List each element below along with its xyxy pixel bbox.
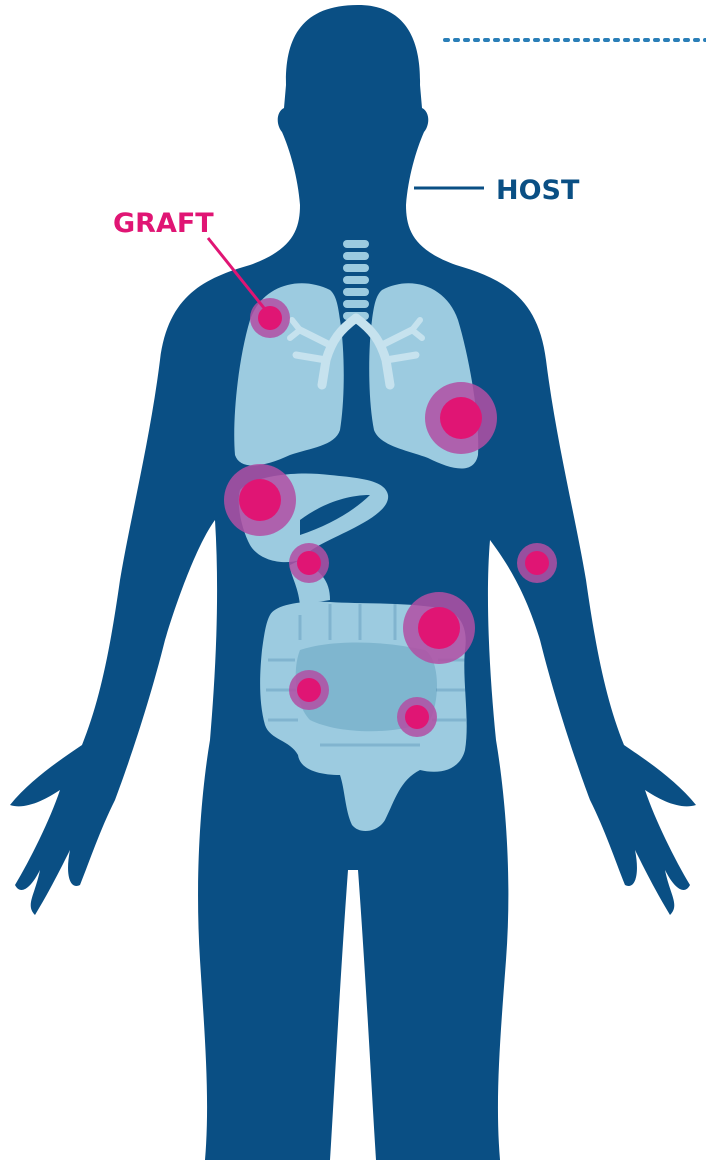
graft-lesion-lung-right: [425, 382, 497, 454]
graft-lesion-colon-upper: [403, 592, 475, 664]
host-label: HOST: [496, 175, 580, 206]
graft-lesion-stomach: [289, 543, 329, 583]
graft-lesion-colon-left: [289, 670, 329, 710]
graft-lesion-colon-right: [397, 697, 437, 737]
graft-lesion-liver: [224, 464, 296, 536]
graft-label: GRAFT: [113, 208, 214, 239]
graft-lesion-lung-left: [250, 298, 290, 338]
graft-lesion-arm: [517, 543, 557, 583]
body-silhouette: [10, 5, 696, 1160]
